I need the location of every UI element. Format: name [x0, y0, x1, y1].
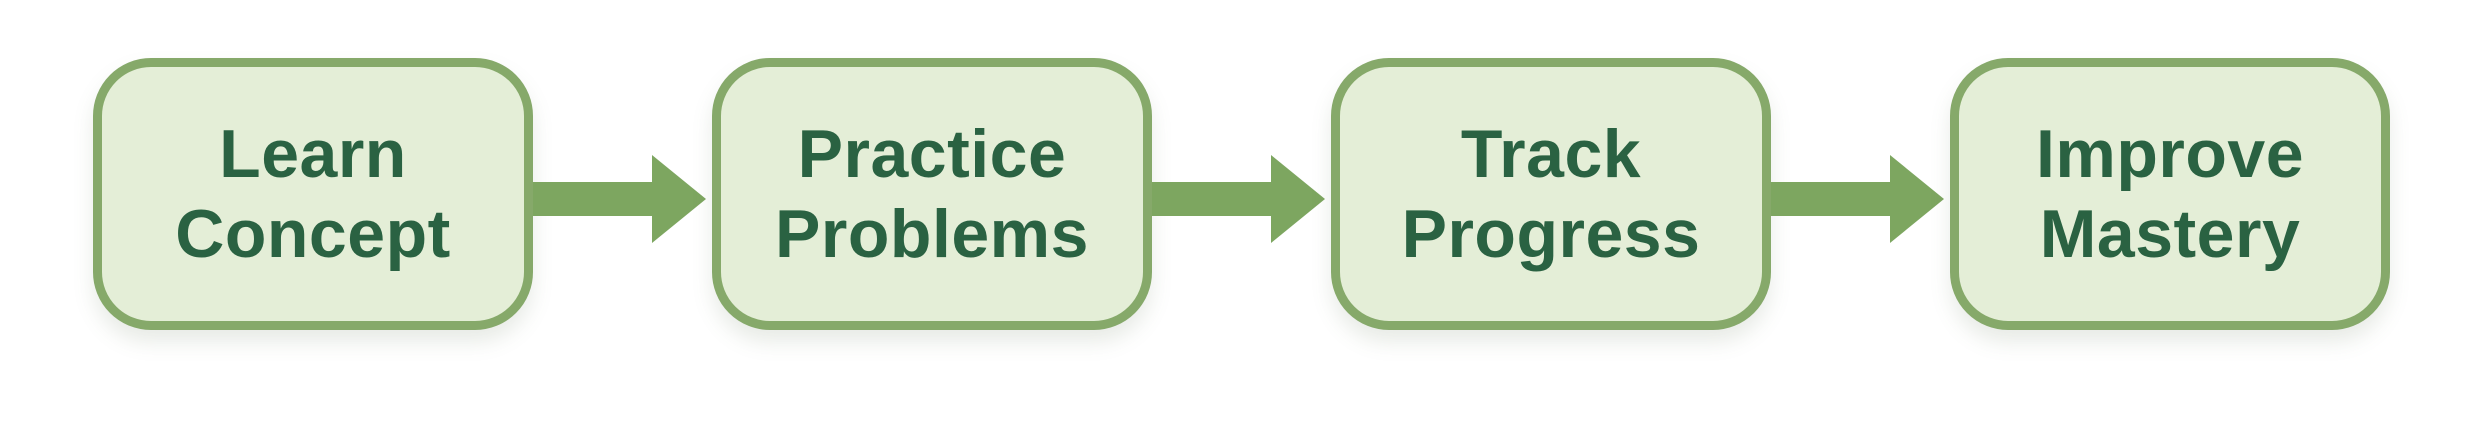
- flow-node-track-progress: Track Progress: [1331, 58, 1771, 330]
- node-label-line: Concept: [175, 196, 451, 272]
- flowchart: Learn Concept Practice Problems Track Pr…: [93, 58, 2390, 330]
- node-label-line: Progress: [1401, 196, 1701, 272]
- arrow-right-icon: [1771, 155, 1944, 243]
- node-label-line: Learn: [219, 116, 407, 192]
- connector-2: [1152, 149, 1331, 249]
- arrow-right-icon: [1152, 155, 1325, 243]
- arrow-right-icon: [533, 155, 706, 243]
- node-label-line: Track: [1460, 116, 1642, 192]
- connector-3: [1771, 149, 1950, 249]
- node-label-line: Problems: [775, 196, 1089, 272]
- node-label-line: Improve: [2035, 116, 2305, 192]
- flow-node-learn-concept: Learn Concept: [93, 58, 533, 330]
- flow-node-practice-problems: Practice Problems: [712, 58, 1152, 330]
- node-label-line: Mastery: [2039, 196, 2301, 272]
- node-label-line: Practice: [797, 116, 1067, 192]
- flow-node-improve-mastery: Improve Mastery: [1950, 58, 2390, 330]
- connector-1: [533, 149, 712, 249]
